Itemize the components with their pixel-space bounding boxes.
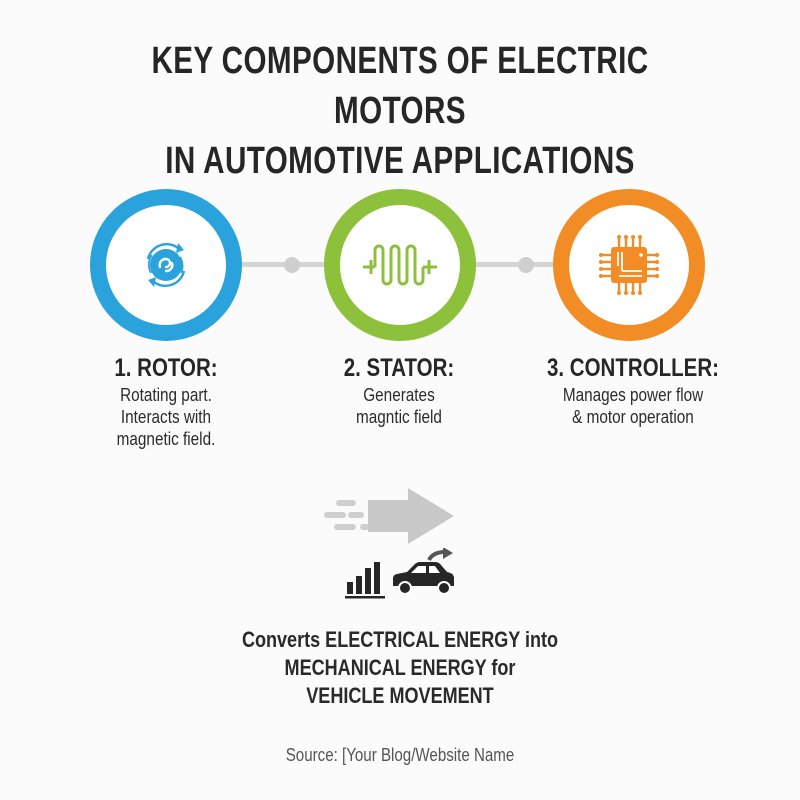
- rotor-description: Rotating part. Interacts with magnetic f…: [73, 384, 260, 450]
- rotor-desc-line-1: Rotating part.: [120, 385, 212, 405]
- stator-description: Generates magntic field: [306, 384, 493, 428]
- summary-line-1: Converts ELECTRICAL ENERGY into: [241, 627, 559, 652]
- summary-line-2: MECHANICAL ENERGY for: [284, 655, 516, 680]
- rotor-desc-line-3: magnetic field.: [116, 429, 216, 449]
- connector-line-1: [242, 262, 324, 267]
- source-credit: Source: [Your Blog/Website Name: [285, 745, 515, 765]
- car-icon: [393, 562, 454, 595]
- title-line-1: KEY COMPONENTS OF ELECTRIC MOTORS: [151, 40, 649, 132]
- rotor-step: 1. ROTOR: Rotating part. Interacts with …: [56, 353, 276, 450]
- motion-arrow-icon: [324, 488, 454, 544]
- summary-line-3: VEHICLE MOVEMENT: [306, 683, 494, 708]
- stator-desc-line-2: magntic field: [356, 407, 442, 427]
- rotor-title: 1. ROTOR:: [114, 354, 218, 382]
- summary-text: Converts ELECTRICAL ENERGY into MECHANIC…: [101, 626, 700, 710]
- controller-step: 3. CONTROLLER: Manages power flow & moto…: [523, 353, 743, 428]
- rotation-icon: [146, 243, 186, 287]
- stator-title: 2. STATOR:: [343, 354, 455, 382]
- curved-arrow-icon: [427, 548, 453, 562]
- controller-title: 3. CONTROLLER:: [547, 354, 719, 382]
- bar-chart-icon: [345, 562, 385, 599]
- stator-step: 2. STATOR: Generates magntic field: [289, 353, 509, 428]
- coil-icon: [363, 244, 437, 286]
- stator-circle: [324, 189, 476, 341]
- controller-desc-line-1: Manages power flow: [562, 385, 704, 405]
- rotor-circle: [90, 189, 242, 341]
- controller-description: Manages power flow & motor operation: [540, 384, 727, 428]
- title-line-2: IN AUTOMOTIVE APPLICATIONS: [165, 140, 635, 182]
- connector-line-2: [476, 262, 553, 267]
- connector-dot-1: [284, 257, 300, 273]
- chip-icon: [599, 235, 659, 295]
- connector-dot-2: [518, 257, 534, 273]
- controller-circle: [553, 189, 705, 341]
- stator-desc-line-1: Generates: [363, 385, 435, 405]
- vehicle-graphic: [345, 548, 454, 599]
- rotor-desc-line-2: Interacts with: [120, 407, 212, 427]
- page-title: KEY COMPONENTS OF ELECTRIC MOTORS IN AUT…: [88, 36, 712, 186]
- controller-desc-line-2: & motor operation: [572, 407, 694, 427]
